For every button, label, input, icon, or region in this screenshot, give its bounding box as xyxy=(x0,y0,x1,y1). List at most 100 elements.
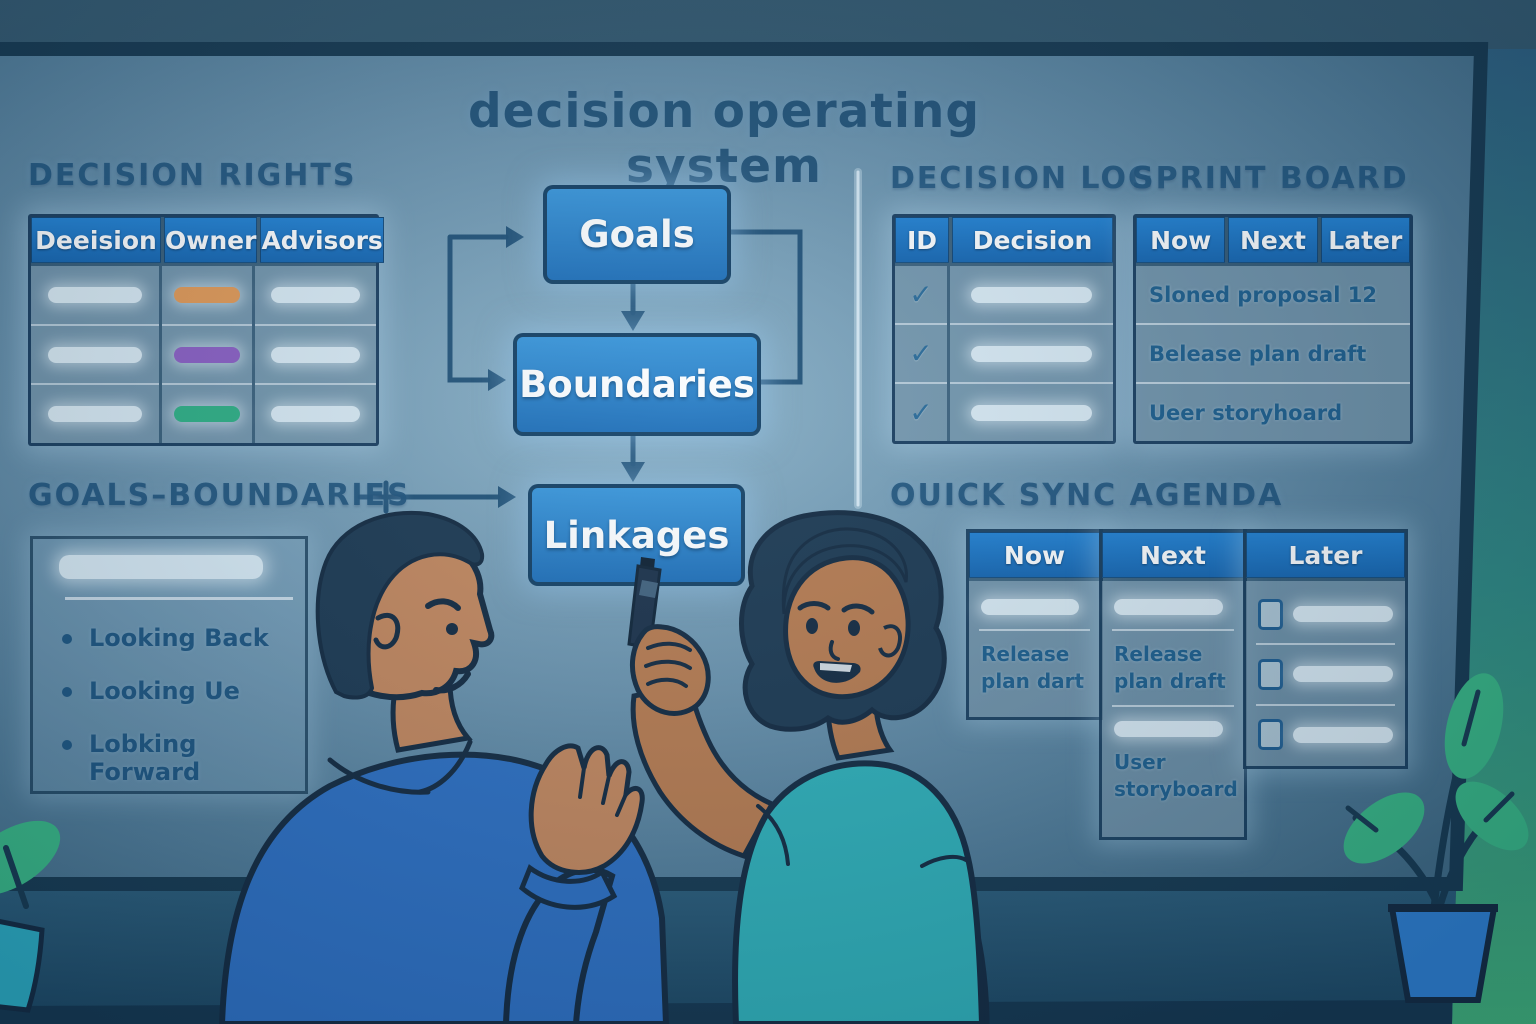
column-header-advisors: Advisors xyxy=(260,217,384,263)
column-header-later: Later xyxy=(1320,217,1410,263)
placeholder-row xyxy=(979,591,1090,623)
checkbox-icon xyxy=(1258,598,1283,630)
table-cell xyxy=(31,383,159,443)
decision-rights-header-row: Deeision Owner Advisors xyxy=(31,217,384,263)
sprint-item: Belease plan draft xyxy=(1136,323,1410,382)
table-cell xyxy=(950,266,1113,323)
sprint-item: Sloned proposal 12 xyxy=(1149,282,1377,307)
advisors-column xyxy=(255,266,376,443)
placeholder-pill xyxy=(1293,606,1393,623)
decision-rights-table: Deeision Owner Advisors xyxy=(28,214,384,446)
checkbox-row xyxy=(1256,591,1395,637)
placeholder-row xyxy=(1112,713,1234,745)
placeholder-pill xyxy=(971,286,1092,303)
table-cell xyxy=(950,382,1113,441)
goals-boundaries-panel: Looking Back Looking Ue Lobking Forward xyxy=(30,536,308,794)
placeholder-pill xyxy=(1114,599,1223,615)
table-cell xyxy=(162,383,252,443)
decision-rights-heading: DECISION RIGHTS xyxy=(28,158,357,193)
flow-node-boundaries: Boundaries xyxy=(513,333,761,436)
sprint-board-header-row: Now Next Later xyxy=(1136,217,1410,263)
placeholder-pill xyxy=(59,555,263,579)
placeholder-pill xyxy=(47,346,143,363)
flow-node-goals: Goals xyxy=(543,185,731,284)
sprint-item-list: Sloned proposal 12 Belease plan draft Ue… xyxy=(1136,266,1410,441)
table-cell xyxy=(255,266,376,324)
table-cell: ✓ xyxy=(895,323,947,382)
divider xyxy=(1256,703,1395,706)
placeholder-pill xyxy=(1293,666,1393,683)
owner-pill-orange xyxy=(173,286,241,303)
checkbox-icon xyxy=(1258,658,1283,690)
decision-column xyxy=(950,266,1113,441)
column-header-id: ID xyxy=(895,217,949,263)
quick-sync-now-column: Now Release plan dart xyxy=(966,529,1103,720)
owner-column xyxy=(162,266,252,443)
agenda-item: Release plan draft xyxy=(1114,642,1226,693)
column-header-now: Now xyxy=(969,532,1100,578)
column-header-decision: Decision xyxy=(952,217,1113,263)
quick-sync-heading: OUICK SYNC AGENDA xyxy=(890,478,1284,513)
sprint-board-body: Sloned proposal 12 Belease plan draft Ue… xyxy=(1136,266,1410,441)
divider xyxy=(979,629,1090,631)
divider xyxy=(1112,629,1234,631)
placeholder-pill xyxy=(1293,726,1393,743)
whiteboard-frame xyxy=(0,42,1489,891)
placeholder-pill xyxy=(1114,721,1223,737)
divider xyxy=(1112,705,1234,707)
review-bullet-list: Looking Back Looking Ue Lobking Forward xyxy=(57,624,305,786)
feedback-elbow-left xyxy=(447,234,509,383)
table-cell xyxy=(255,323,376,384)
now-column-body: Release plan dart xyxy=(969,581,1100,717)
placeholder-pill xyxy=(47,406,143,423)
agenda-item: User storyboard xyxy=(1114,750,1238,801)
table-cell xyxy=(162,266,252,324)
flow-node-linkages: Linkages xyxy=(528,484,745,586)
agenda-item: Release plan dart xyxy=(981,642,1085,693)
placeholder-pill xyxy=(47,286,143,303)
quick-sync-later-column: Later xyxy=(1243,529,1408,769)
divider xyxy=(65,597,293,600)
table-cell xyxy=(950,323,1113,382)
decision-log-body: ✓ ✓ ✓ xyxy=(895,266,1113,441)
owner-pill-purple xyxy=(173,346,241,363)
decision-log-table: ID Decision ✓ ✓ ✓ xyxy=(892,214,1116,444)
sprint-item: Ueer storyhoard xyxy=(1136,382,1410,441)
placeholder-pill xyxy=(270,286,361,303)
board-title: decision operating system xyxy=(467,84,981,194)
placeholder-pill xyxy=(270,346,361,363)
table-cell xyxy=(162,323,252,384)
decision-log-heading: DECISION LOG xyxy=(890,161,1155,196)
placeholder-row xyxy=(1112,591,1234,623)
flow-arrowheads xyxy=(488,226,645,508)
placeholder-pill xyxy=(981,599,1080,615)
table-cell: ✓ xyxy=(895,382,947,441)
decision-log-header-row: ID Decision xyxy=(895,217,1113,263)
later-column-body xyxy=(1246,581,1405,766)
owner-pill-green xyxy=(173,406,241,423)
decision-rights-body xyxy=(31,266,376,443)
column-header-next: Next xyxy=(1102,532,1244,578)
column-header-next: Next xyxy=(1228,217,1318,263)
table-cell: ✓ xyxy=(895,266,947,323)
sprint-board-table: Now Next Later Sloned proposal 12 Beleas… xyxy=(1133,214,1413,444)
check-icon: ✓ xyxy=(909,278,933,311)
checkbox-icon xyxy=(1258,719,1283,751)
bullet-item: Looking Back xyxy=(57,624,305,652)
table-cell xyxy=(255,383,376,443)
column-header-later: Later xyxy=(1246,532,1405,578)
goals-boundaries-heading: GOALS–BOUNDARIES xyxy=(28,478,411,513)
column-header-deeision: Deeision xyxy=(31,217,161,263)
placeholder-pill xyxy=(270,406,361,423)
feedback-elbow-right xyxy=(720,229,803,385)
decision-column xyxy=(31,266,159,443)
table-cell xyxy=(31,266,159,324)
quick-sync-next-column: Next Release plan draft User storyboard xyxy=(1099,529,1247,840)
check-icon: ✓ xyxy=(909,396,933,429)
sprint-board-heading: SPRINT BOARD xyxy=(1132,161,1409,196)
checkbox-row xyxy=(1256,651,1395,697)
bullet-item: Lobking Forward xyxy=(57,730,305,786)
table-cell xyxy=(31,323,159,384)
check-icon: ✓ xyxy=(909,337,933,370)
